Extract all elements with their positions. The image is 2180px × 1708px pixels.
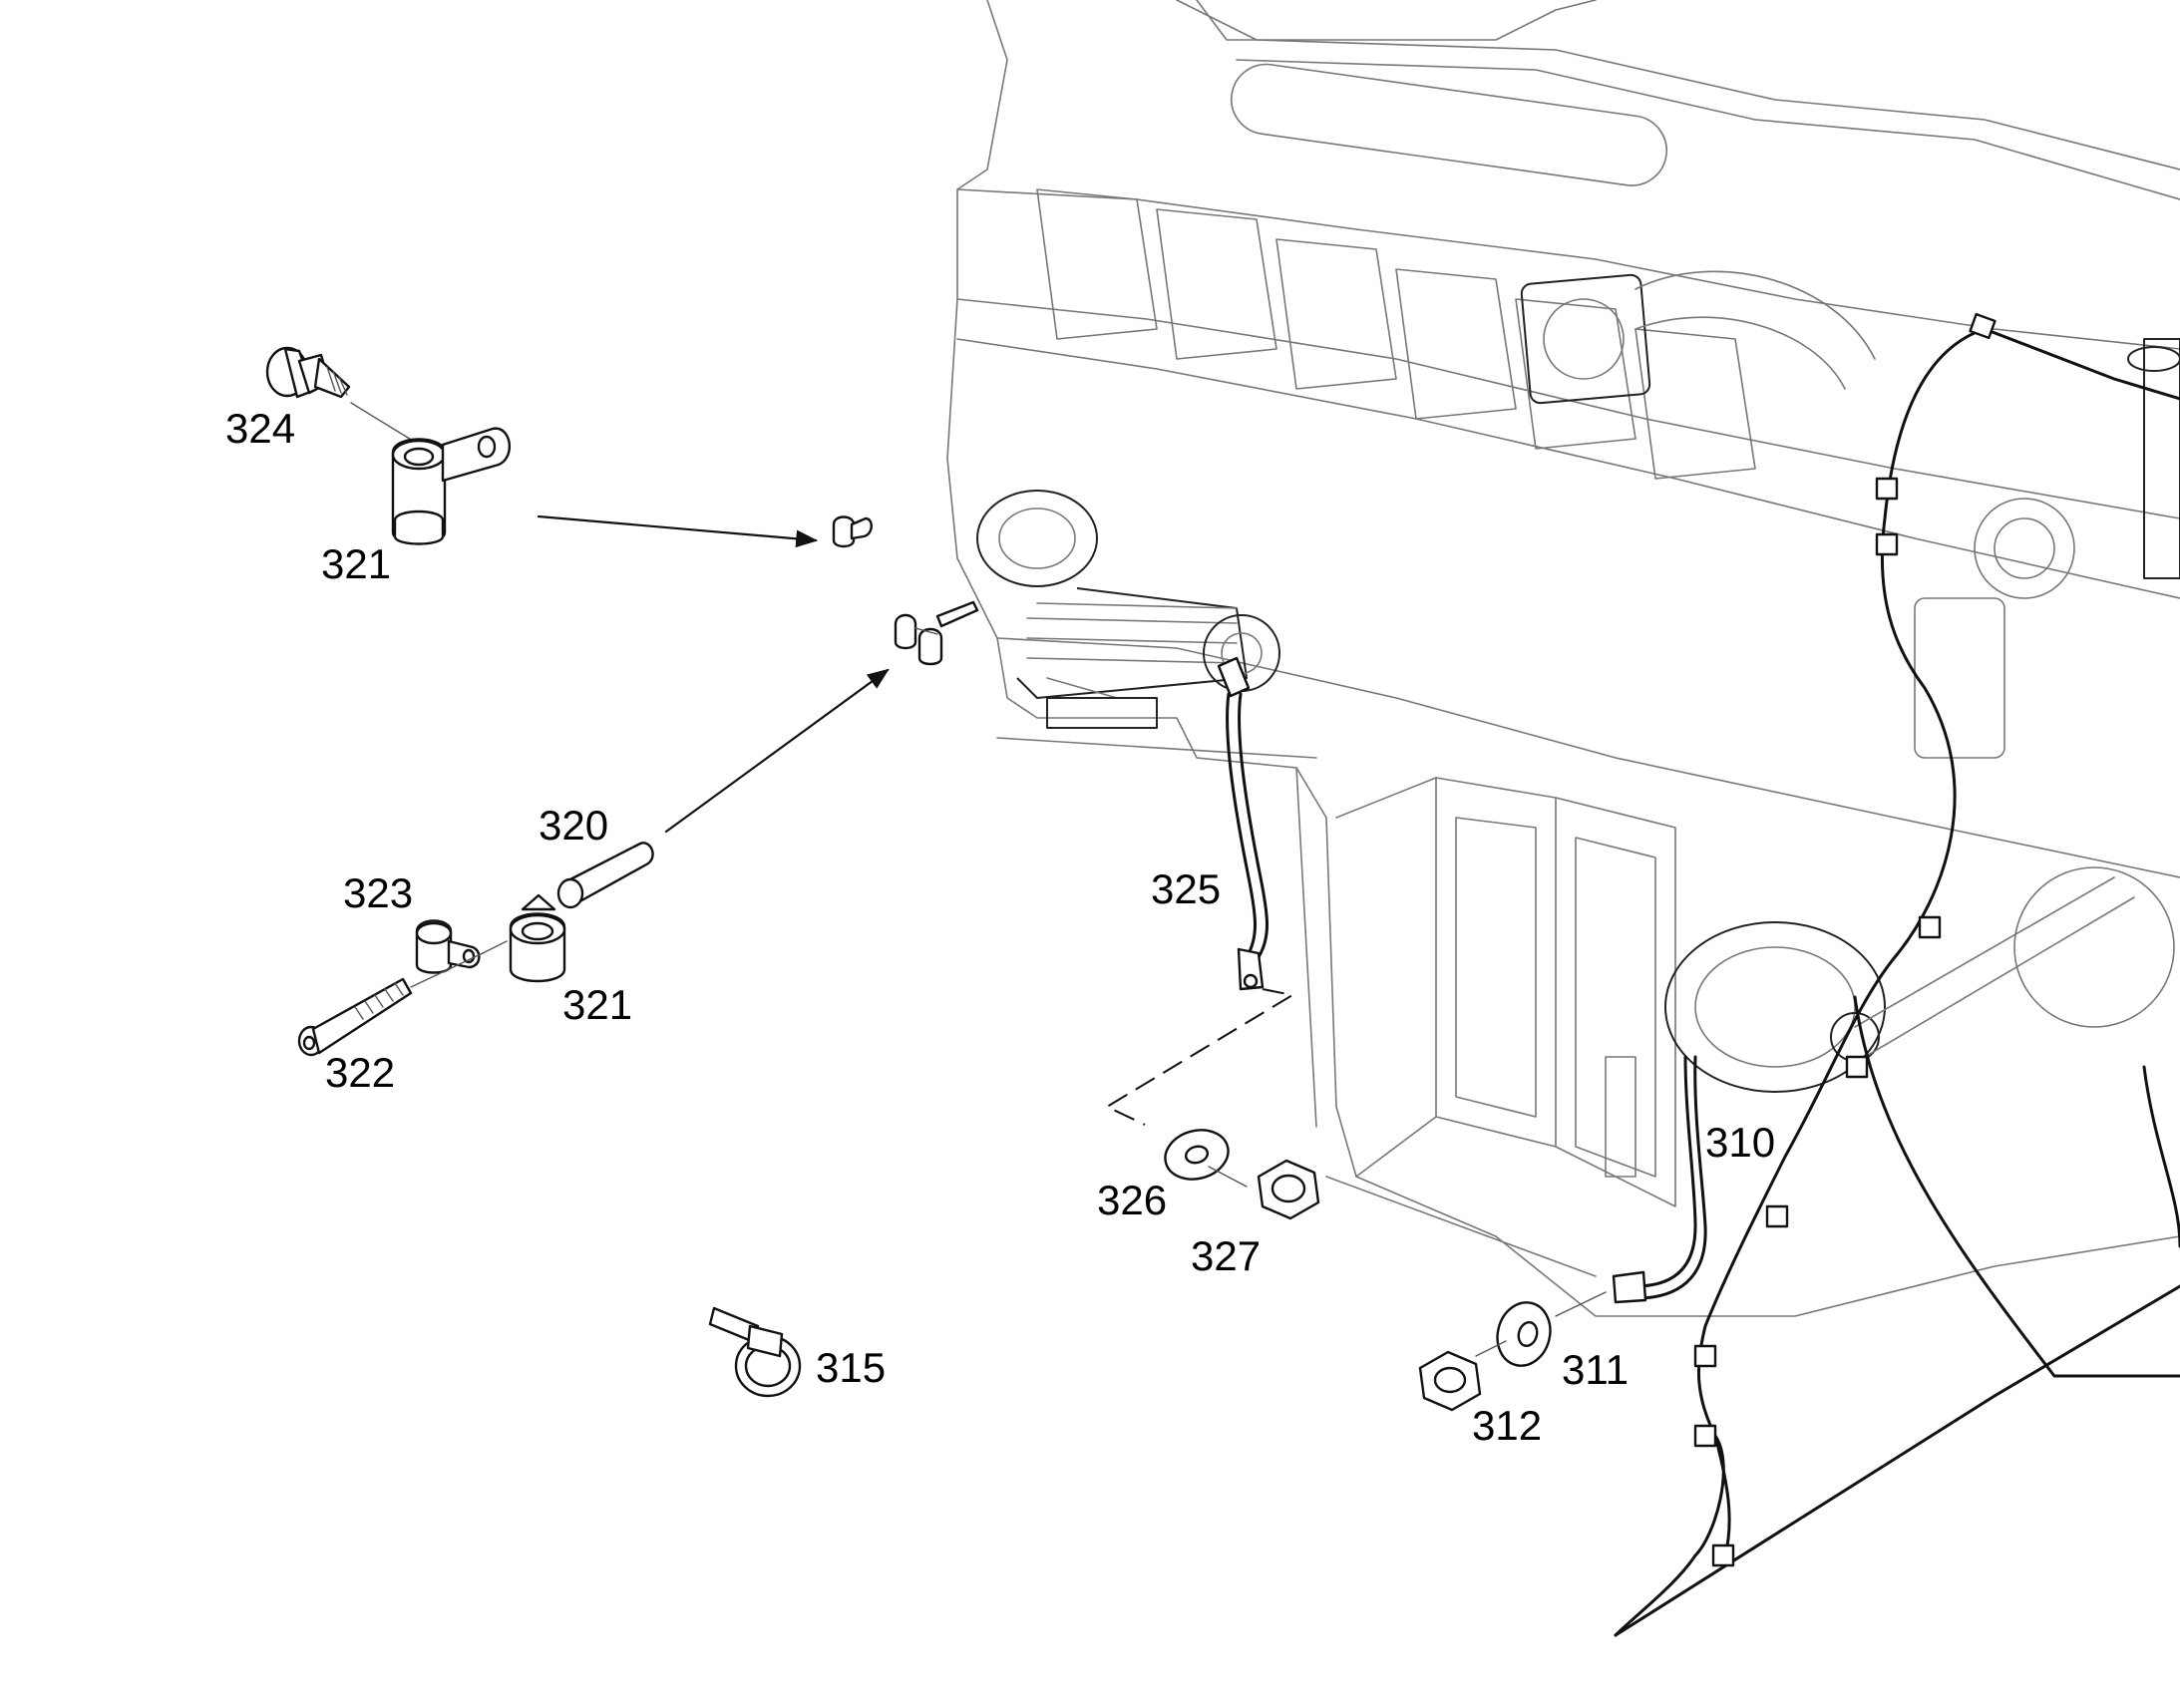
assembly-dashed-line (1104, 988, 1295, 1126)
callout-321-upper: 321 (321, 540, 391, 587)
callout-326: 326 (1097, 1177, 1167, 1223)
wiring-harness (1614, 312, 2180, 1637)
callout-310: 310 (1705, 1119, 1775, 1166)
cable-tie-315 (708, 1306, 802, 1398)
callout-311: 311 (1562, 1346, 1629, 1393)
callout-325: 325 (1151, 865, 1221, 912)
clamp-pair-on-engine (894, 600, 979, 666)
callout-321-lower: 321 (562, 981, 632, 1028)
nut-312 (1418, 1350, 1482, 1412)
clamp-323 (415, 919, 481, 974)
bolt-324 (265, 346, 351, 399)
callout-323: 323 (343, 869, 413, 916)
engine-assembly (946, 0, 2180, 1317)
bolt-322 (297, 977, 413, 1057)
sleeve-320 (556, 842, 654, 909)
nut-327 (1257, 1159, 1320, 1220)
washer-326 (1164, 1129, 1230, 1181)
clamp-321-lower (509, 893, 566, 983)
ground-strap-325 (1217, 656, 1269, 991)
callout-324: 324 (225, 405, 295, 452)
callout-312: 312 (1472, 1402, 1542, 1449)
small-clip-on-engine (832, 515, 873, 548)
washer-311 (1496, 1301, 1552, 1367)
callout-315: 315 (816, 1344, 886, 1391)
starter-motor (976, 490, 1280, 729)
callout-320: 320 (539, 802, 608, 849)
battery-cable-310 (1612, 1055, 1707, 1304)
callout-327: 327 (1191, 1232, 1261, 1279)
clamp-321-upper (391, 427, 512, 545)
callout-322: 322 (325, 1049, 395, 1096)
